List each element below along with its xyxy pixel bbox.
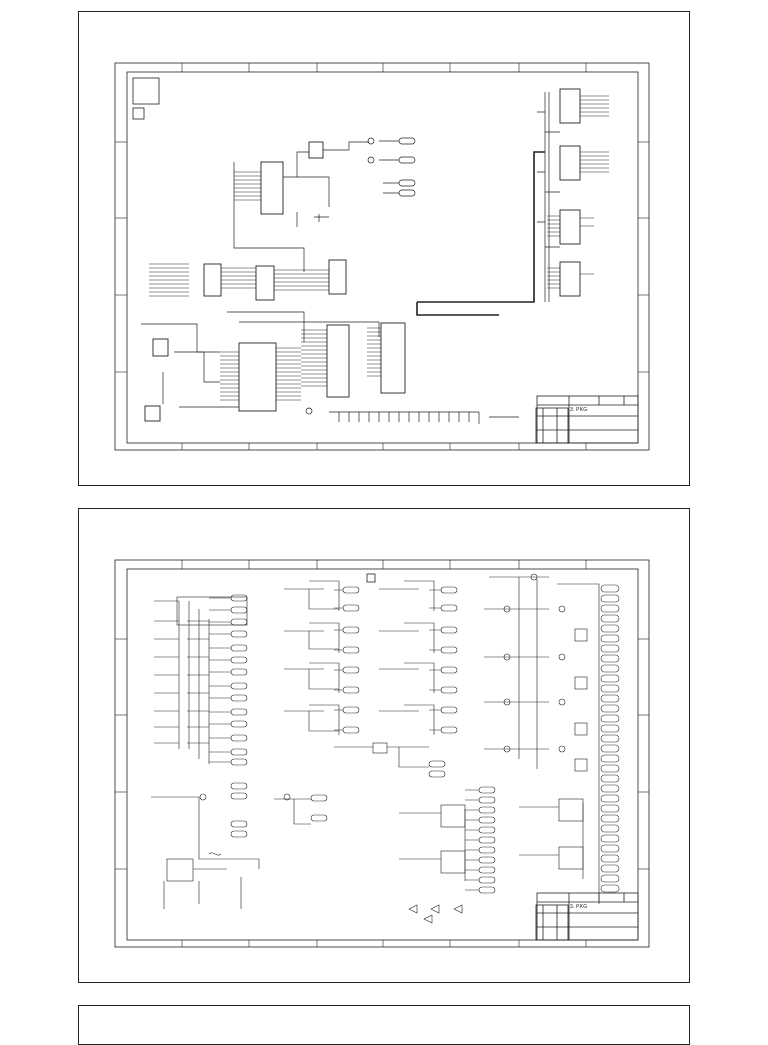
left-transistor-stages — [154, 594, 248, 766]
power-supply-block — [151, 782, 328, 909]
document-page-3 — [78, 1005, 690, 1045]
heavy-bus — [416, 151, 545, 316]
small-marker-box — [366, 573, 376, 583]
connectors — [305, 137, 416, 415]
logo-box — [132, 77, 160, 105]
wires — [141, 92, 560, 424]
zone-ticks — [115, 560, 649, 947]
schematic-sheet-2 — [79, 509, 691, 984]
title-block — [535, 395, 639, 444]
right-connector-column — [484, 573, 620, 904]
title-block-company: 3. PKG — [570, 407, 588, 413]
ic-chips — [144, 88, 581, 422]
middle-opamp-stages — [284, 580, 458, 778]
sheet-outer-border — [114, 559, 650, 948]
sheet-inner-border — [126, 71, 639, 444]
document-page-2: 3. PKG — [78, 508, 690, 983]
title-block — [535, 892, 639, 941]
sheet-outer-border — [114, 62, 650, 451]
bus-lines — [149, 95, 609, 401]
document-page-1: 3. PKG — [78, 11, 690, 486]
logo-small-box — [132, 107, 145, 120]
title-block-company: 3. PKG — [570, 904, 588, 910]
sheet-inner-border — [126, 568, 639, 941]
schematic-sheet-1 — [79, 12, 691, 487]
relay-blocks — [399, 786, 584, 924]
zone-ticks — [115, 63, 649, 450]
